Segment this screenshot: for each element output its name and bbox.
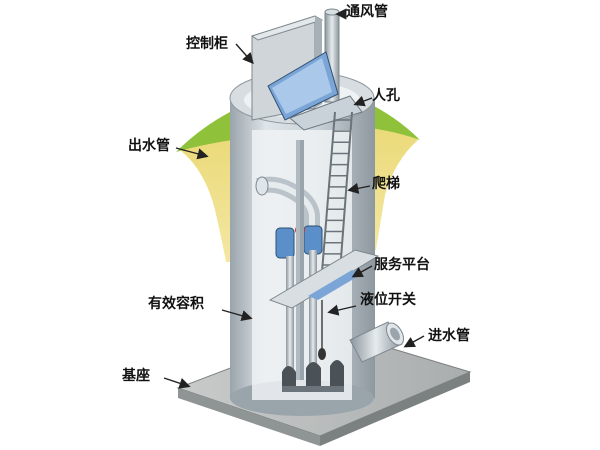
label-ladder: 爬梯 xyxy=(372,176,400,192)
label-effective-volume: 有效容积 xyxy=(148,296,204,312)
soil-left xyxy=(176,112,236,262)
riser-pipes xyxy=(286,140,317,382)
ladder xyxy=(321,111,353,273)
label-inlet-pipe: 进水管 xyxy=(428,328,470,344)
inlet-pipe xyxy=(349,321,405,363)
label-service-platform: 服务平台 xyxy=(374,257,430,273)
submersible-pumps xyxy=(282,360,344,392)
label-level-switch: 液位开关 xyxy=(360,292,416,308)
label-vent-pipe: 通风管 xyxy=(346,4,388,20)
level-switch xyxy=(318,300,326,360)
manhole-hatch xyxy=(267,51,363,131)
leader-lines xyxy=(163,8,425,389)
outlet-pipe xyxy=(255,176,320,236)
label-outlet-pipe: 出水管 xyxy=(128,138,170,154)
label-control-cabinet: 控制柜 xyxy=(186,36,228,52)
soil-right xyxy=(368,104,420,250)
label-base: 基座 xyxy=(122,368,150,384)
label-manhole: 人孔 xyxy=(372,88,400,104)
service-platform xyxy=(268,249,380,309)
ladder-rungs xyxy=(322,119,352,266)
